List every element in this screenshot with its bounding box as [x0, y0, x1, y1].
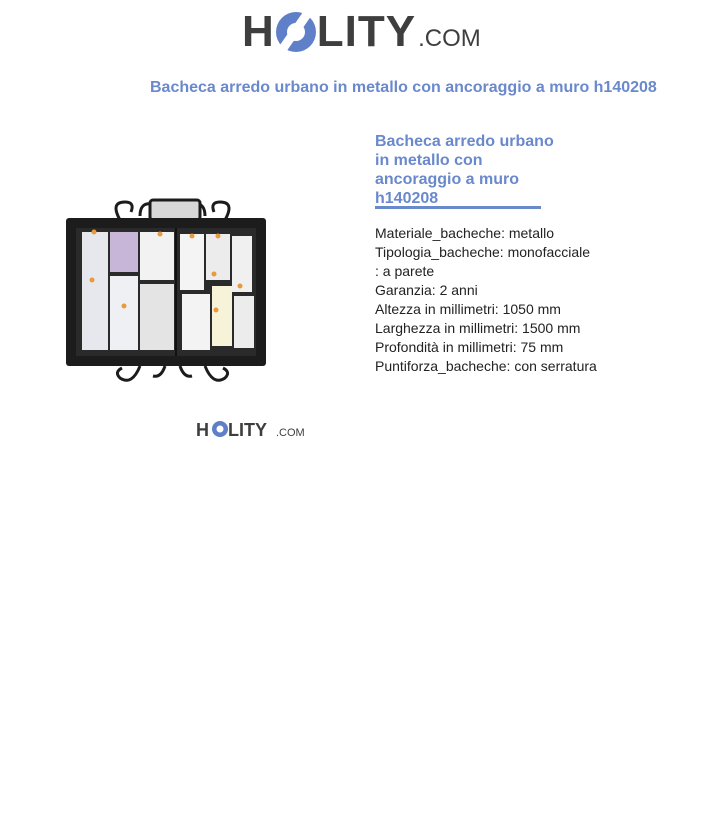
logo-text-right: LITY [316, 7, 417, 56]
product-specs: Materiale_bacheche: metallo Tipologia_ba… [375, 224, 597, 376]
spec-item: Altezza in millimetri: 1050 mm [375, 301, 561, 317]
lamp-icon [148, 198, 202, 222]
ornament-bottom [115, 365, 230, 382]
svg-text:LITY: LITY [228, 420, 267, 440]
svg-text:.COM: .COM [276, 427, 305, 439]
logo-suffix: .COM [418, 25, 481, 52]
spec-item: Larghezza in millimetri: 1500 mm [375, 320, 581, 336]
image-watermark-logo: H LITY .COM [196, 420, 305, 440]
product-image: H LITY .COM [66, 198, 305, 440]
spec-item: : a parete [375, 263, 435, 279]
spec-item: Materiale_bacheche: metallo [375, 225, 554, 241]
title-underline [375, 206, 541, 209]
notices [82, 229, 254, 350]
logo-text-left: H [242, 7, 275, 56]
svg-text:H: H [196, 420, 209, 440]
spec-item: Tipologia_bacheche: monofacciale [375, 244, 591, 260]
page-title: Bacheca arredo urbano in metallo con anc… [150, 79, 657, 96]
spec-item: Garanzia: 2 anni [375, 282, 478, 298]
spec-item: Puntiforza_bacheche: con serratura [375, 358, 597, 374]
spec-item: Profondità in millimetri: 75 mm [375, 339, 564, 355]
holity-logo[interactable]: H LITY .COM [242, 8, 481, 56]
product-title: Bacheca arredo urbano in metallo con anc… [375, 133, 554, 207]
logo-o-icon [275, 12, 316, 52]
